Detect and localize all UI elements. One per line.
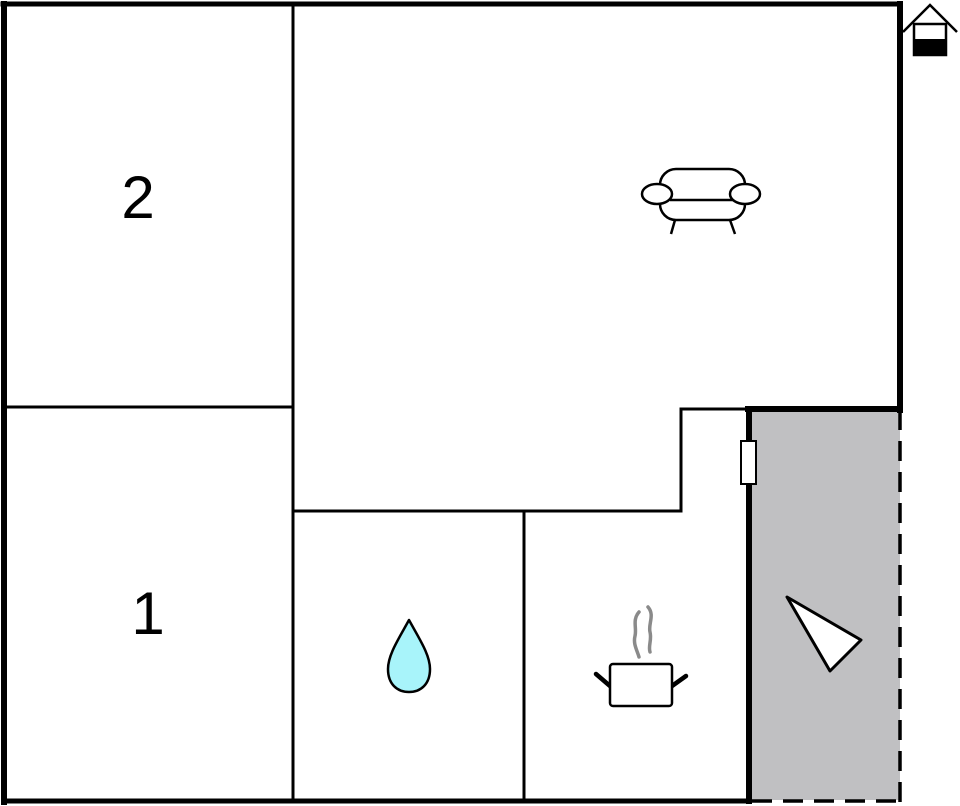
cooking-pot-icon <box>593 605 689 708</box>
house-floor-icon <box>902 3 958 57</box>
water-drop-icon <box>386 618 432 694</box>
steam-icon <box>632 610 641 659</box>
interior-walls <box>2 2 750 803</box>
terrace-door <box>740 440 757 485</box>
terrace-fill <box>748 410 900 800</box>
terrace <box>748 410 902 803</box>
triangle-marker-icon <box>785 595 863 673</box>
steam-icon <box>646 605 653 654</box>
room-label-bedroom-1: 1 <box>131 580 164 647</box>
sofa-icon <box>640 167 762 235</box>
room-label-bedroom-2: 2 <box>121 164 154 231</box>
